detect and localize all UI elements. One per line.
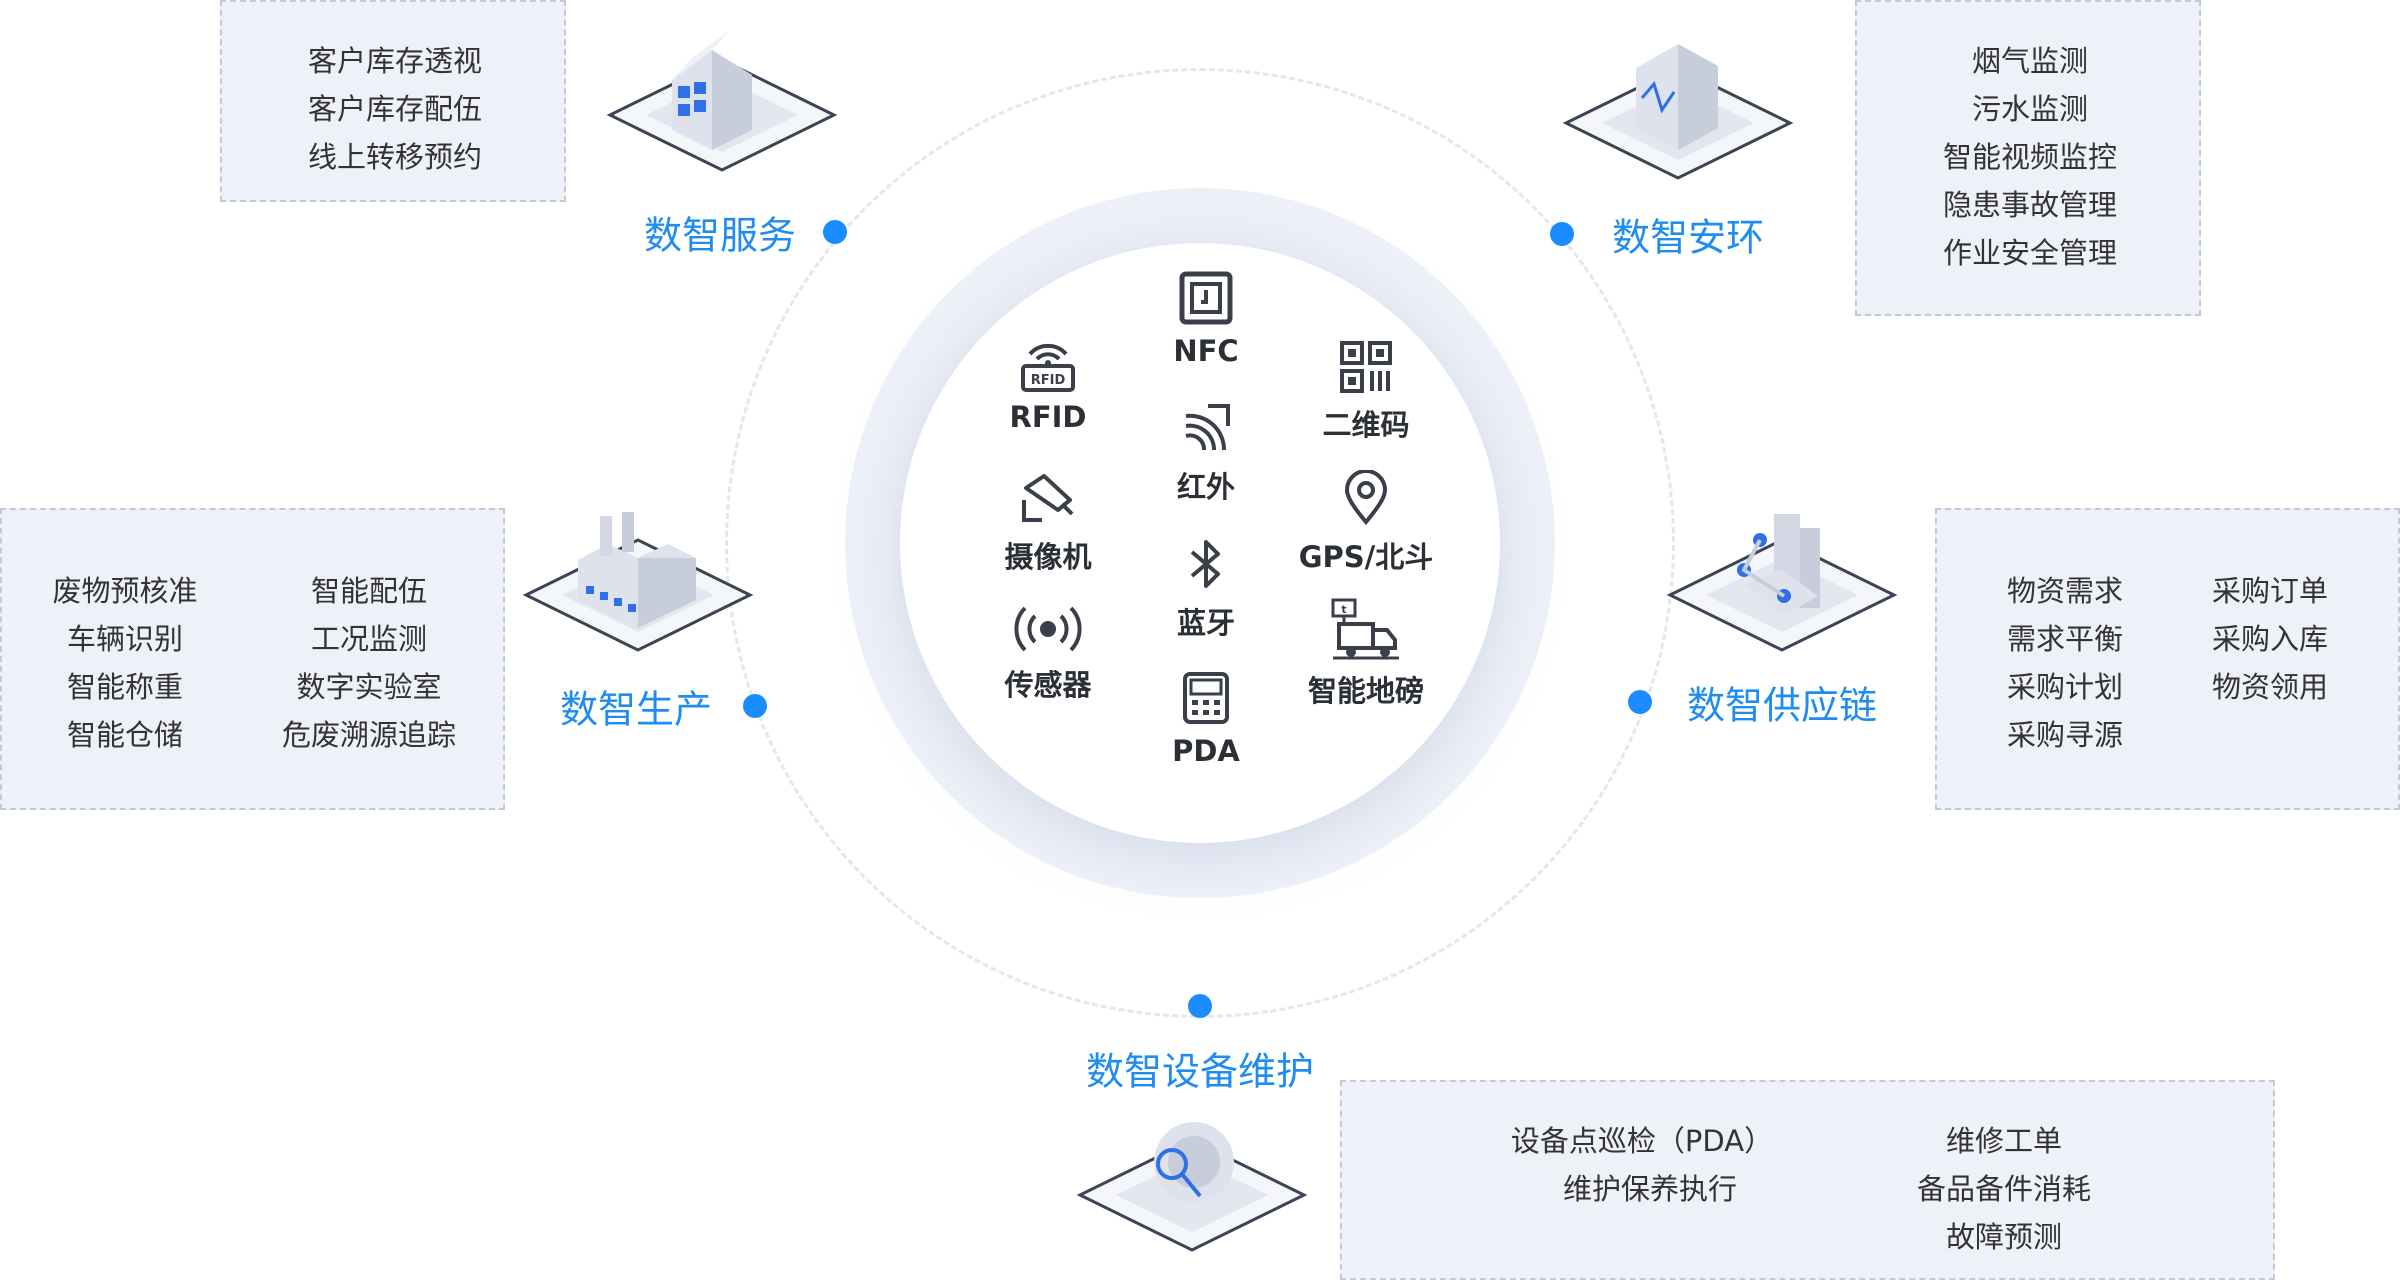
list-item: 车辆识别 bbox=[66, 622, 184, 656]
nfc-icon bbox=[1179, 271, 1233, 325]
infrared-icon bbox=[1185, 404, 1230, 451]
list-item: 维护保养执行 bbox=[1562, 1172, 1738, 1206]
list-item: 需求平衡 bbox=[2006, 622, 2124, 656]
pda-device-icon bbox=[1183, 672, 1229, 724]
list-item: 维修工单 bbox=[1945, 1124, 2063, 1158]
list-item: 物资需求 bbox=[2006, 574, 2124, 608]
tech-label: 红外 bbox=[1176, 470, 1235, 504]
safety-info-box: 烟气监测 污水监测 智能视频监控 隐患事故管理 作业安全管理 bbox=[1855, 0, 2201, 316]
tech-sensor: 传感器 bbox=[968, 604, 1128, 704]
tech-bluetooth: 蓝牙 bbox=[1126, 536, 1286, 642]
tech-qr: 二维码 bbox=[1286, 340, 1446, 444]
list-item: 废物预核准 bbox=[52, 574, 198, 608]
list-item: 设备点巡检（PDA） bbox=[1510, 1124, 1774, 1158]
house-building-icon bbox=[606, 30, 838, 172]
tech-label: GPS/北斗 bbox=[1298, 540, 1434, 574]
tech-label: 摄像机 bbox=[1004, 540, 1092, 574]
maintenance-info-box: 设备点巡检（PDA） 维护保养执行 维修工单 备品备件消耗 故障预测 bbox=[1340, 1080, 2275, 1280]
list-item: 采购入库 bbox=[2211, 622, 2329, 656]
truck-scale-icon: t bbox=[1331, 598, 1399, 660]
list-item: 采购寻源 bbox=[2006, 718, 2124, 752]
list-item: 采购订单 bbox=[2211, 574, 2329, 608]
list-item: 作业安全管理 bbox=[1942, 236, 2118, 270]
list-item: 危废溯源追踪 bbox=[281, 718, 457, 752]
qr-code-icon bbox=[1340, 341, 1392, 393]
tech-infrared: 红外 bbox=[1126, 400, 1286, 506]
location-pin-icon bbox=[1344, 470, 1388, 526]
service-node-dot bbox=[823, 220, 847, 244]
tech-label: 传感器 bbox=[1004, 668, 1092, 702]
category-label-supply: 数智供应链 bbox=[1686, 683, 1878, 728]
tech-label: NFC bbox=[1173, 334, 1239, 368]
tech-label: 蓝牙 bbox=[1176, 606, 1235, 640]
list-item: 物资领用 bbox=[2211, 670, 2329, 704]
tech-truck-scale: t 智能地磅 bbox=[1286, 598, 1446, 710]
list-item: 污水监测 bbox=[1971, 92, 2089, 126]
supply-info-box: 物资需求 需求平衡 采购计划 采购寻源 采购订单 采购入库 物资领用 bbox=[1935, 508, 2400, 810]
tech-label: 二维码 bbox=[1322, 408, 1410, 442]
list-item: 数字实验室 bbox=[296, 670, 442, 704]
category-label-maintenance: 数智设备维护 bbox=[1085, 1049, 1315, 1094]
supply-chain-icon bbox=[1666, 514, 1898, 652]
camera-icon bbox=[1022, 474, 1074, 522]
maintenance-gear-icon bbox=[1076, 1122, 1308, 1252]
list-item: 智能称重 bbox=[66, 670, 184, 704]
tech-rfid: RFID RFID bbox=[968, 336, 1128, 434]
sensor-icon bbox=[1014, 606, 1082, 652]
rfid-icon: RFID bbox=[1021, 343, 1075, 392]
list-item: 隐患事故管理 bbox=[1942, 188, 2118, 222]
category-label-service: 数智服务 bbox=[643, 213, 797, 258]
tech-label: PDA bbox=[1172, 734, 1240, 768]
list-item: 智能视频监控 bbox=[1942, 140, 2118, 174]
tech-camera: 摄像机 bbox=[968, 470, 1128, 576]
tech-label: RFID bbox=[1009, 400, 1087, 434]
list-item: 智能配伍 bbox=[310, 574, 428, 608]
list-item: 烟气监测 bbox=[1971, 44, 2089, 78]
center-circle bbox=[900, 243, 1500, 843]
tech-gps: GPS/北斗 bbox=[1286, 470, 1446, 576]
bluetooth-icon bbox=[1190, 540, 1220, 588]
service-info-box: 客户库存透视 客户库存配伍 线上转移预约 bbox=[220, 0, 566, 202]
supply-node-dot bbox=[1628, 690, 1652, 714]
factory-building-icon bbox=[522, 512, 754, 652]
tech-nfc: NFC bbox=[1126, 270, 1286, 368]
list-item: 线上转移预约 bbox=[307, 140, 483, 174]
category-label-safety: 数智安环 bbox=[1611, 215, 1765, 260]
list-item: 客户库存透视 bbox=[307, 44, 483, 78]
list-item: 工况监测 bbox=[310, 622, 428, 656]
list-item: 故障预测 bbox=[1945, 1220, 2063, 1254]
safety-node-dot bbox=[1550, 222, 1574, 246]
tech-pda: PDA bbox=[1126, 670, 1286, 768]
production-node-dot bbox=[743, 694, 767, 718]
list-item: 备品备件消耗 bbox=[1916, 1172, 2092, 1206]
svg-text:t: t bbox=[1341, 603, 1346, 616]
list-item: 智能仓储 bbox=[66, 718, 184, 752]
list-item: 采购计划 bbox=[2006, 670, 2124, 704]
svg-text:RFID: RFID bbox=[1031, 373, 1066, 388]
production-info-box: 废物预核准 车辆识别 智能称重 智能仓储 智能配伍 工况监测 数字实验室 危废溯… bbox=[0, 508, 505, 810]
monitoring-building-icon bbox=[1562, 44, 1794, 180]
list-item: 客户库存配伍 bbox=[307, 92, 483, 126]
tech-label: 智能地磅 bbox=[1307, 674, 1424, 708]
maintenance-node-dot bbox=[1188, 994, 1212, 1018]
category-label-production: 数智生产 bbox=[559, 687, 713, 732]
